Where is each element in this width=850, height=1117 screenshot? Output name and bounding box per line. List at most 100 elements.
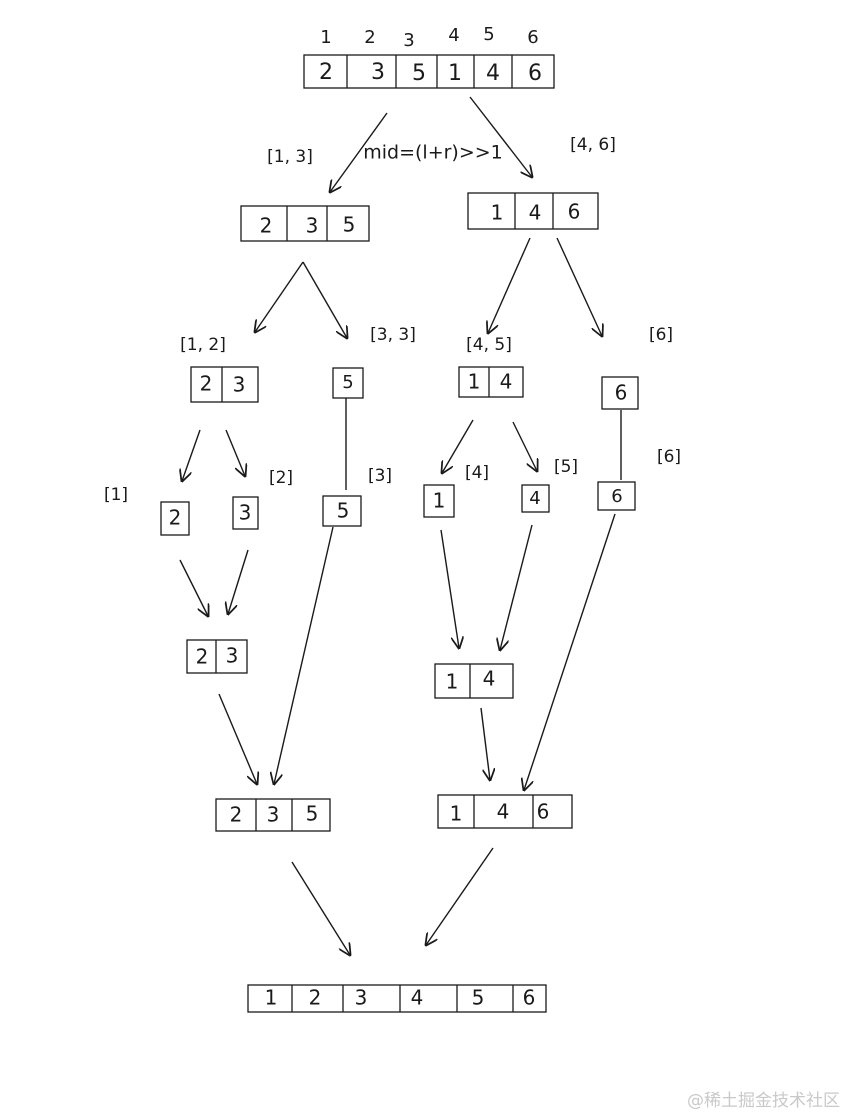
arrow-root-left (330, 112, 388, 192)
arrow-14-to-5 (512, 421, 537, 471)
leaf-5 (322, 495, 362, 527)
final-array (247, 984, 547, 1013)
range-label: [5] (554, 457, 578, 477)
m23-array (186, 639, 248, 674)
arrow-235-to-final (291, 861, 350, 955)
rr-cell: 6 (615, 381, 628, 405)
leaf-4 (521, 484, 550, 513)
index-label: 5 (483, 24, 494, 45)
range-label: [4, 6] (570, 135, 616, 155)
mid-formula: mid=(l+r)>>1 (363, 142, 503, 164)
ll-cell: 2 (200, 372, 213, 396)
arrow-right-to-6 (556, 237, 602, 336)
arrows-layer (179, 96, 622, 955)
range-label: [1, 3] (267, 147, 313, 167)
lr-cell: 5 (342, 372, 353, 393)
arrow-right-to-45 (488, 237, 531, 333)
lr-array (332, 367, 364, 399)
right-cell: 4 (529, 201, 542, 225)
leaf-value: 2 (169, 506, 182, 530)
right-cell: 6 (568, 200, 581, 224)
m235-cell: 5 (306, 802, 319, 826)
final-cell: 6 (523, 986, 536, 1010)
arrow-4-to-14 (500, 524, 533, 650)
leaf-value: 5 (337, 499, 350, 523)
rl-array (458, 366, 524, 398)
range-label: [2] (269, 468, 293, 488)
arrow-146-to-final (426, 847, 494, 945)
leaf-6 (597, 481, 636, 511)
m23-cell: 3 (226, 644, 239, 668)
arrow-left-to-12 (255, 261, 304, 332)
root-cell: 4 (486, 61, 500, 86)
leaf-value: 4 (529, 488, 540, 509)
text-layer: 1 2 3 4 5 6 2 3 5 1 4 6 mid=(l+r)>>1 [1,… (104, 24, 681, 1010)
watermark: @稀土掘金技术社区 (687, 1091, 840, 1111)
arrow-left-to-33 (302, 261, 347, 338)
range-label: [4] (465, 463, 489, 483)
range-label: [1, 2] (180, 335, 226, 355)
m235-array (215, 798, 331, 832)
final-cell: 3 (355, 986, 368, 1010)
arrow-23-to-235 (218, 693, 257, 784)
m23-cell: 2 (196, 645, 209, 669)
index-label: 4 (448, 25, 459, 46)
rl-cell: 1 (468, 370, 481, 394)
arrow-root-right (469, 96, 532, 177)
root-cell: 1 (448, 61, 462, 86)
m235-cell: 3 (267, 803, 280, 827)
arrow-5-to-235 (274, 526, 334, 784)
range-label: [6] (649, 325, 673, 345)
root-cell: 6 (528, 61, 542, 86)
ll-cell: 3 (233, 373, 246, 397)
m14-cell: 4 (483, 667, 496, 691)
range-label: [1] (104, 485, 128, 505)
root-cell: 3 (371, 60, 385, 85)
arrow-3-to-23 (228, 549, 249, 614)
m146-array (437, 794, 573, 829)
range-label: [4, 5] (466, 335, 512, 355)
leaf-3 (232, 496, 259, 530)
arrow-14-to-4 (442, 419, 474, 473)
leaf-value: 1 (433, 489, 446, 513)
arrow-2-to-23 (179, 559, 208, 616)
ll-array (190, 366, 259, 403)
left-cell: 3 (306, 214, 319, 238)
rr-array (601, 376, 639, 410)
arrow-6-to-146 (524, 513, 616, 790)
m235-cell: 2 (230, 803, 243, 827)
leaf-value: 6 (611, 486, 622, 507)
boxes-layer (160, 54, 639, 1013)
left-cell: 5 (343, 213, 356, 237)
range-label: [3] (368, 466, 392, 486)
final-cell: 2 (309, 986, 322, 1010)
root-cell: 5 (412, 61, 426, 86)
final-cell: 5 (472, 986, 485, 1010)
index-label: 6 (527, 27, 538, 48)
left-array (240, 205, 370, 242)
index-label: 1 (320, 27, 331, 48)
rl-cell: 4 (500, 370, 513, 394)
range-label: [3, 3] (370, 325, 416, 345)
arrow-1-to-14 (440, 529, 459, 648)
root-cell: 2 (319, 60, 333, 85)
final-cell: 4 (411, 986, 424, 1010)
leaf-2 (160, 501, 190, 536)
m146-cell: 1 (450, 802, 463, 826)
range-label: [6] (657, 447, 681, 467)
leaf-value: 3 (239, 501, 252, 525)
m14-cell: 1 (446, 670, 459, 694)
final-cell: 1 (265, 986, 278, 1010)
index-label: 3 (403, 30, 414, 51)
right-array (467, 192, 599, 230)
arrow-12-to-1 (182, 429, 201, 481)
leaf-1 (423, 484, 455, 518)
arrow-14-to-146 (480, 707, 490, 780)
m146-cell: 6 (537, 800, 550, 824)
root-array (303, 54, 555, 89)
right-cell: 1 (491, 201, 504, 225)
m146-cell: 4 (497, 800, 510, 824)
m14-array (434, 663, 514, 699)
arrow-12-to-2 (225, 429, 245, 476)
